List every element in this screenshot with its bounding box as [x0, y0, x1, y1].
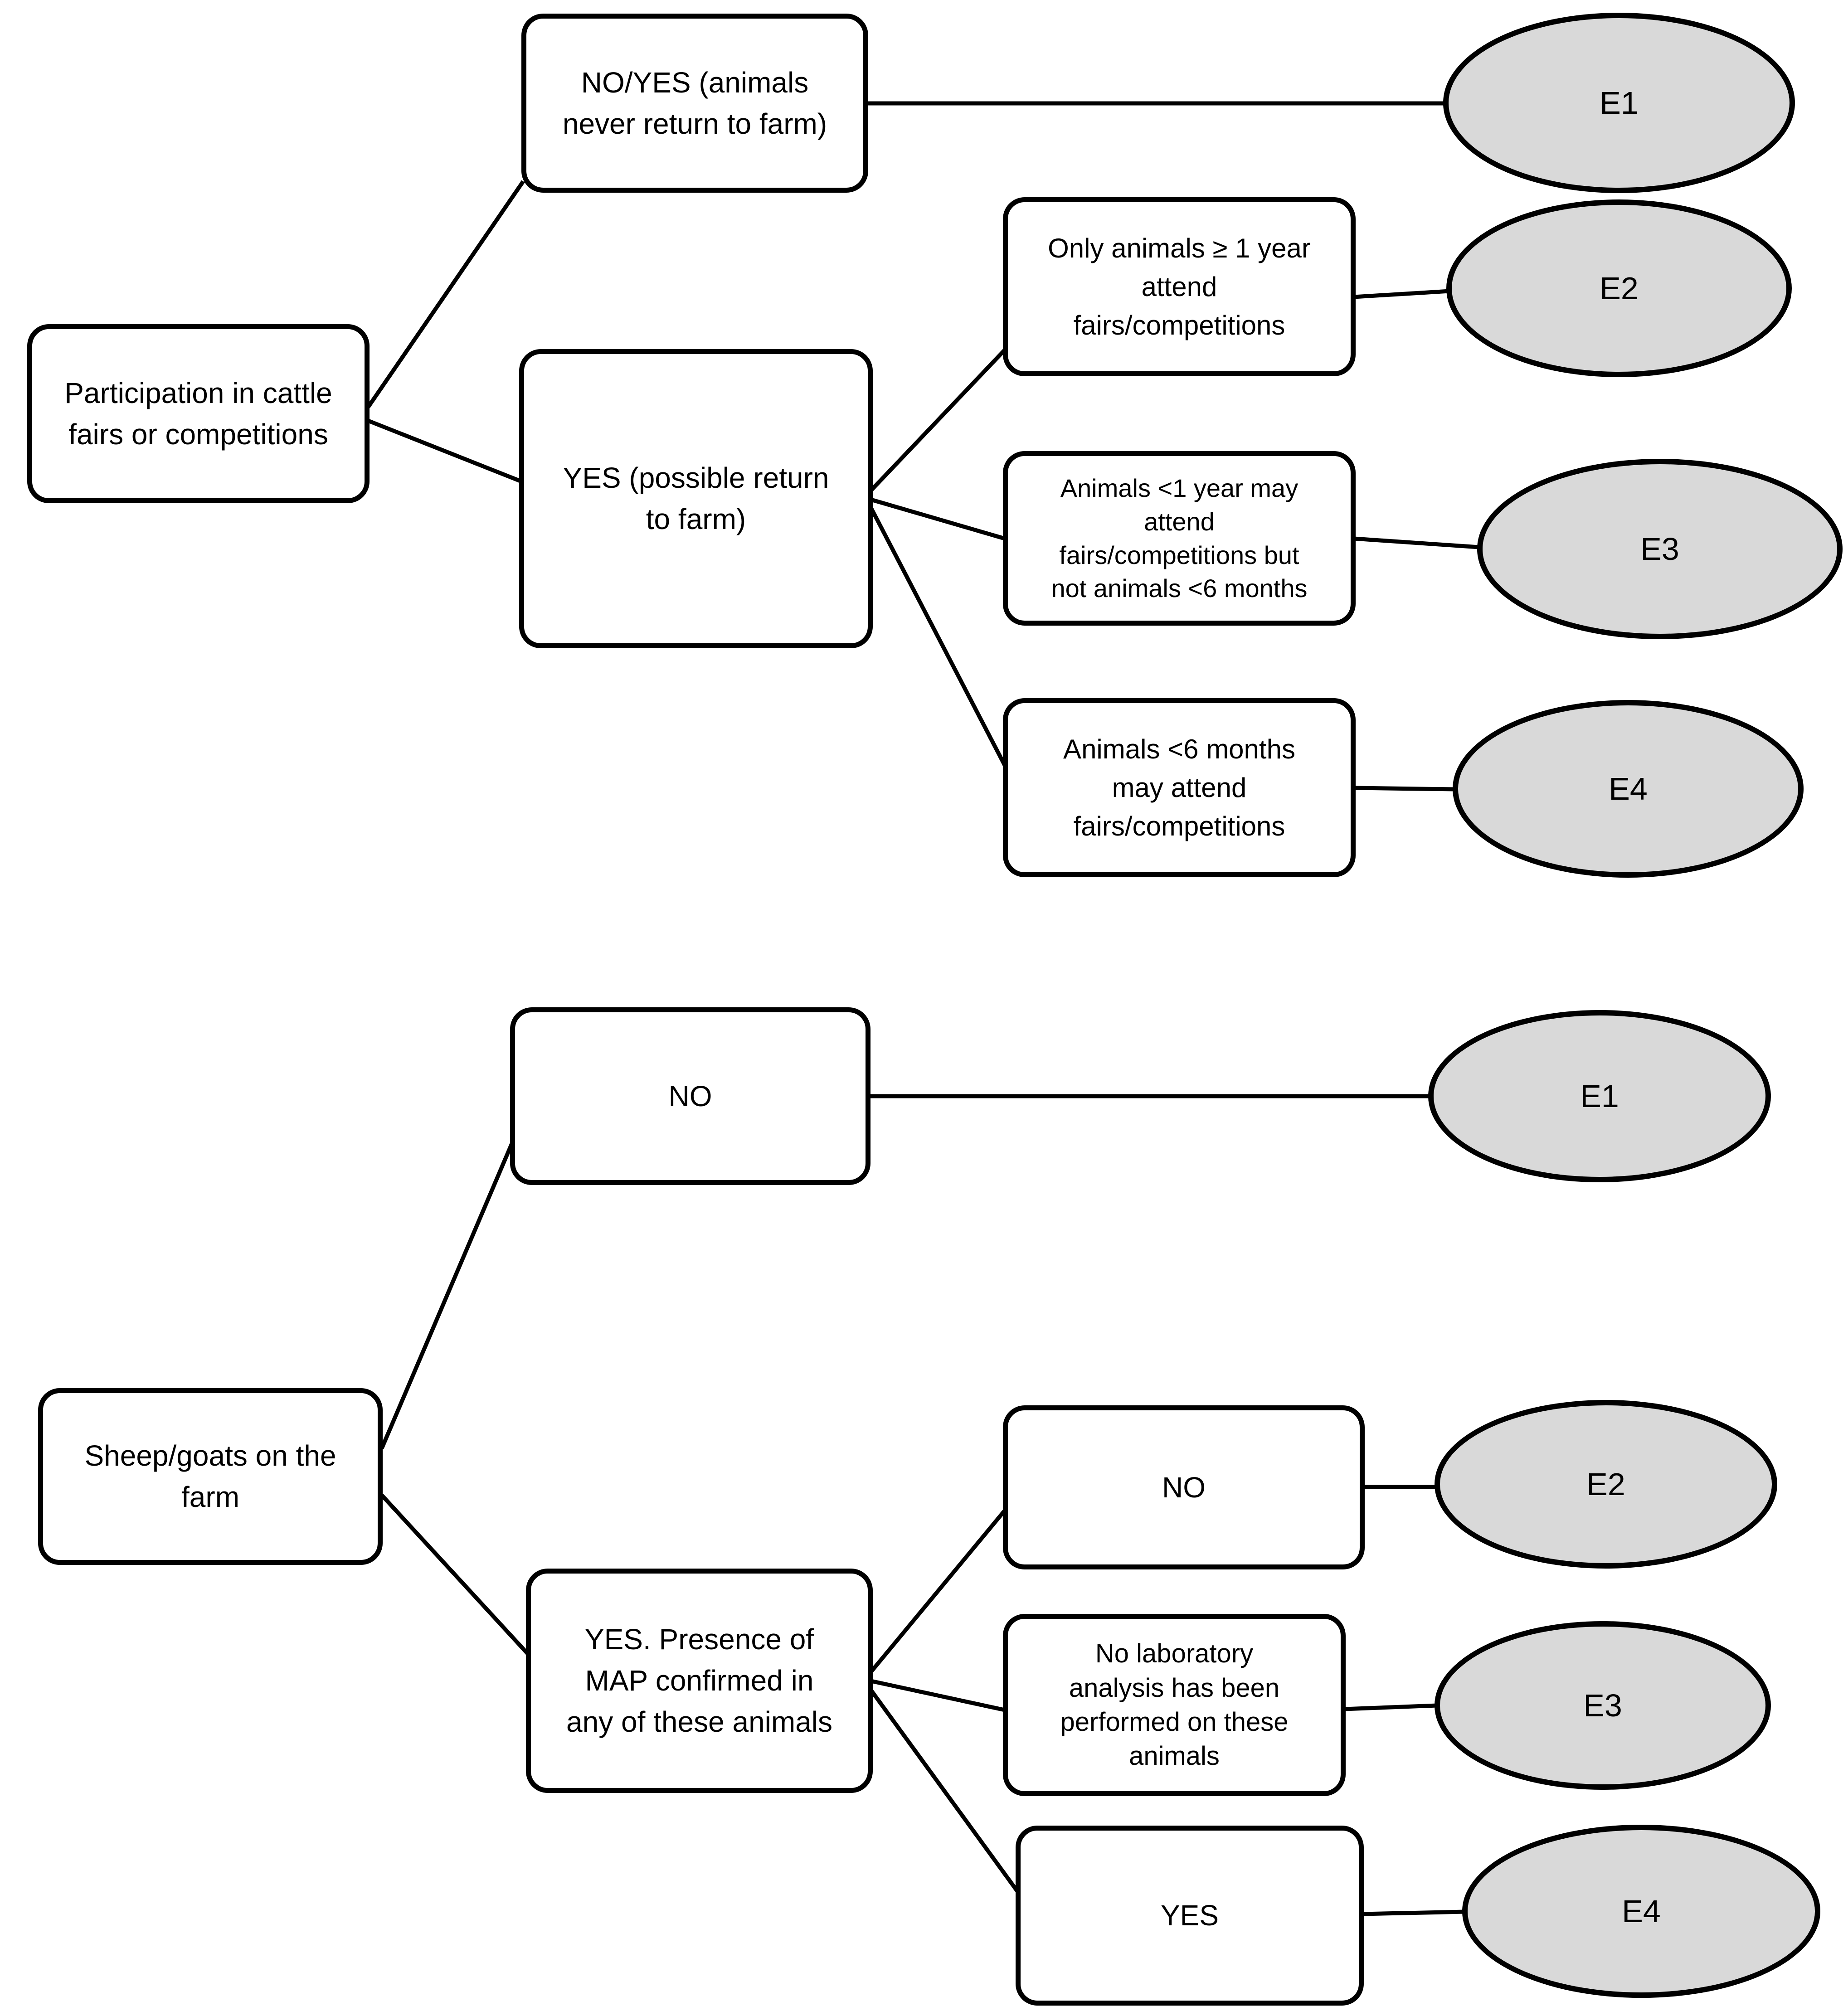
connector-line: [1353, 536, 1479, 549]
connector-line: [380, 1493, 530, 1656]
connector-line: [379, 1142, 515, 1449]
outcome-ellipse-e1-cattle: E1: [1443, 13, 1795, 193]
outcome-ellipse-e4-cattle: E4: [1453, 700, 1804, 878]
node-animals-under-1year: Animals <1 year may attend fairs/competi…: [1003, 451, 1356, 626]
outcome-ellipse-e1-sheep: E1: [1428, 1010, 1771, 1182]
connector-line: [869, 1509, 1007, 1673]
connector-line: [869, 506, 1007, 767]
connector-line: [871, 1679, 1005, 1712]
node-no-lab-analysis: No laboratory analysis has been performe…: [1003, 1614, 1346, 1796]
outcome-ellipse-e2-sheep: E2: [1435, 1400, 1777, 1569]
node-yes-possible-return: YES (possible return to farm): [519, 349, 873, 648]
connector-line: [1362, 1909, 1465, 1916]
outcome-ellipse-e4-sheep: E4: [1462, 1825, 1820, 1998]
node-only-animals-1year: Only animals ≥ 1 year attend fairs/compe…: [1003, 197, 1356, 376]
node-participation-root: Participation in cattle fairs or competi…: [27, 324, 370, 503]
outcome-ellipse-e3-sheep: E3: [1435, 1621, 1771, 1790]
connector-line: [367, 418, 522, 484]
connector-line: [870, 497, 1006, 541]
connector-line: [1343, 1703, 1438, 1711]
node-map-not-confirmed: NO: [1003, 1405, 1365, 1569]
node-animals-under-6months: Animals <6 months may attend fairs/compe…: [1003, 698, 1356, 877]
connector-line: [869, 1689, 1019, 1893]
node-sheep-goats-root: Sheep/goats on the farm: [38, 1388, 383, 1565]
connector-line: [366, 180, 525, 408]
node-no-yes-never-return: NO/YES (animals never return to farm): [521, 14, 868, 193]
connector-line: [1353, 289, 1450, 299]
outcome-ellipse-e3-cattle: E3: [1477, 459, 1843, 639]
node-yes-map-confirmed: YES. Presence of MAP confirmed in any of…: [526, 1569, 873, 1793]
node-no-sheep-goats: NO: [510, 1007, 871, 1185]
node-yes-map: YES: [1016, 1826, 1364, 2006]
outcome-ellipse-e2-cattle: E2: [1446, 199, 1792, 377]
connector-line: [1353, 786, 1455, 792]
connector-line: [869, 348, 1007, 492]
